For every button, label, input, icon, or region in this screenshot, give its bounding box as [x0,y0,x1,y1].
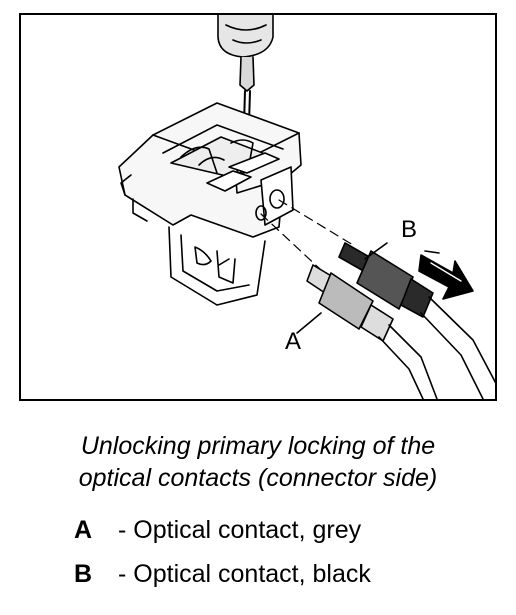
alignment-lines [260,199,354,271]
direction-arrow [418,250,474,300]
connector-illustration: B A [118,15,495,399]
legend-item: A - Optical contact, grey [74,515,361,545]
callout-label-b: B [401,216,417,243]
caption-line-2: optical contacts (connector side) [78,464,438,492]
caption-line-1: Unlocking primary locking of the [80,432,436,460]
legend-key: A [74,516,93,544]
optical-contact-grey [306,264,438,399]
screwdriver [217,15,274,158]
figure-frame: B A [19,13,497,401]
connector-housing [118,102,302,306]
callout-label-a: A [285,328,301,355]
figure-caption: Unlocking primary locking of the optical… [0,430,516,494]
optical-contact-black [338,242,495,399]
leader-line-b [364,242,388,260]
leader-line-a [296,312,322,334]
legend-key: B [74,560,93,588]
legend-description: - Optical contact, black [118,560,371,588]
legend-item: B - Optical contact, black [74,559,371,589]
legend-description: - Optical contact, grey [118,516,362,544]
